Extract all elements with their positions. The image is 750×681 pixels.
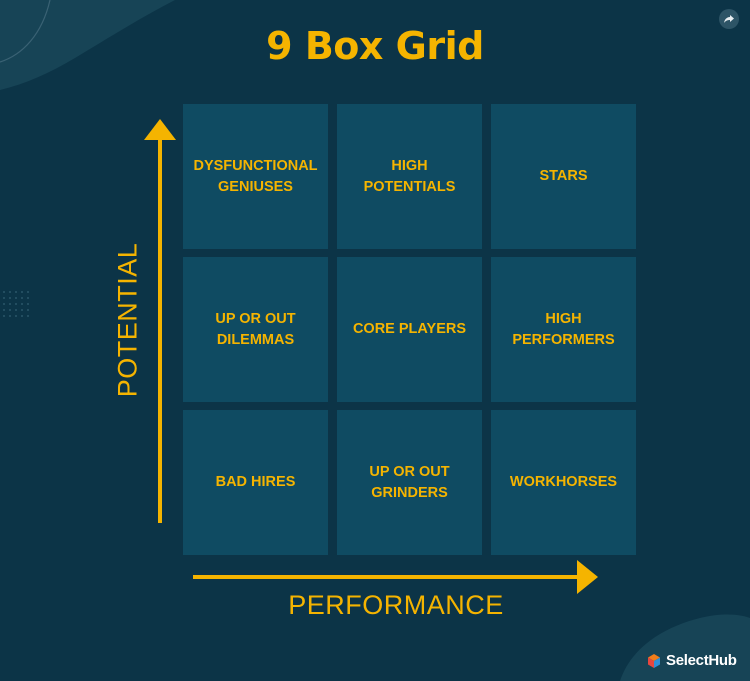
cell-label-up-or-out-dilemmas: UP OR OUT DILEMMAS	[215, 310, 296, 348]
grid-cell: UP OR OUT DILEMMAS	[183, 257, 328, 402]
grid-cell: HIGH POTENTIALS	[337, 104, 482, 249]
grid-cell: STARS	[491, 104, 636, 249]
top-left-circle-outline	[0, 0, 51, 63]
grid-cell: WORKHORSES	[491, 410, 636, 555]
cell-label-high-potentials: HIGH POTENTIALS	[363, 157, 456, 195]
selecthub-logo-icon	[648, 653, 660, 668]
share-icon	[724, 15, 734, 23]
y-axis-arrow	[144, 119, 176, 523]
share-button[interactable]	[719, 9, 739, 29]
cell-label-workhorses: WORKHORSES	[509, 474, 618, 490]
grid-cell: UP OR OUT GRINDERS	[337, 410, 482, 555]
cell-label-up-or-out-grinders: UP OR OUT GRINDERS	[369, 463, 450, 501]
nine-box-grid: DYSFUNCTIONAL GENIUSES HIGH POTENTIALS S…	[183, 104, 636, 555]
x-axis-arrow	[193, 560, 598, 594]
top-left-blob	[0, 0, 175, 90]
dot-pattern	[3, 291, 29, 317]
x-axis-label: PERFORMANCE	[288, 590, 504, 620]
grid-cell: BAD HIRES	[183, 410, 328, 555]
cell-label-core-players: CORE PLAYERS	[352, 321, 467, 337]
cell-label-high-performers: HIGH PERFORMERS	[512, 310, 615, 348]
y-axis-label: POTENTIAL	[112, 242, 143, 398]
grid-cell: DYSFUNCTIONAL GENIUSES	[183, 104, 328, 249]
grid-cell: CORE PLAYERS	[337, 257, 482, 402]
cell-label-bad-hires: BAD HIRES	[215, 474, 296, 490]
brand-logo: SelectHub	[646, 652, 737, 669]
grid-cell: HIGH PERFORMERS	[491, 257, 636, 402]
page-title: 9 Box Grid	[266, 24, 484, 68]
brand-name: SelectHub	[666, 652, 737, 669]
cell-label-dysfunctional-geniuses: DYSFUNCTIONAL GENIUSES	[193, 157, 318, 195]
cell-label-stars: STARS	[539, 168, 588, 184]
